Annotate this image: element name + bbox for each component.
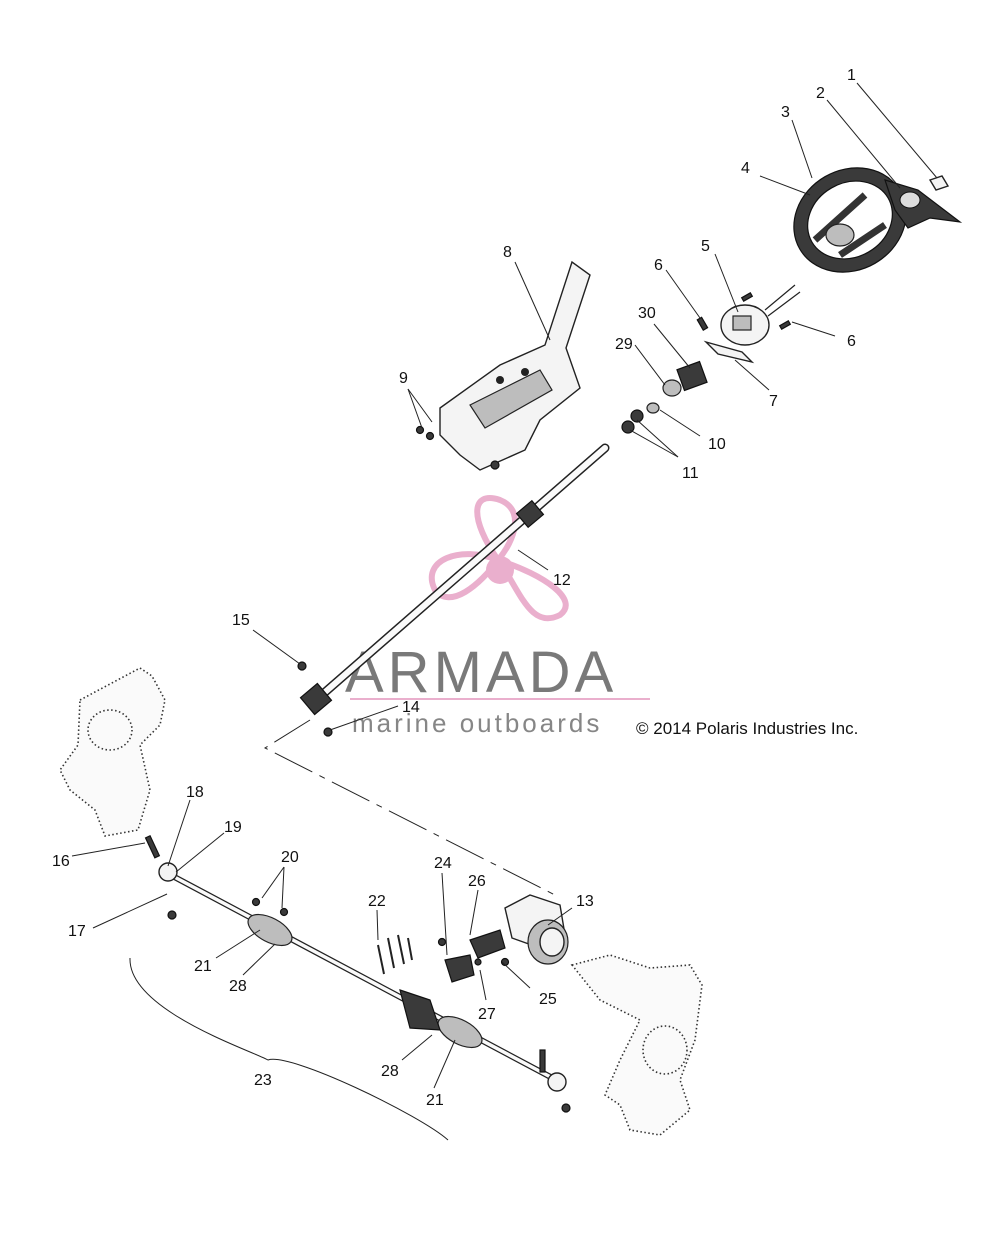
steering-wheel-cap [884, 175, 963, 229]
switch-housing [720, 284, 801, 346]
callout-23: 23 [254, 1072, 272, 1089]
callout-labels: 1 2 3 4 5 6 6 7 8 9 10 11 12 13 14 15 16… [52, 67, 856, 1109]
callout-14: 14 [402, 699, 420, 716]
steering-rack [144, 834, 571, 1113]
callout-18: 18 [186, 784, 204, 801]
callout-21-left: 21 [194, 958, 212, 975]
steering-shaft [297, 443, 610, 737]
steering-column-bracket [415, 260, 591, 471]
callout-9: 9 [399, 370, 408, 387]
right-steering-knuckle [570, 954, 703, 1136]
callout-29: 29 [615, 336, 633, 353]
callout-19: 19 [224, 819, 242, 836]
assembly-link-dashed [263, 719, 556, 896]
callout-5: 5 [701, 238, 710, 255]
propeller-icon [428, 495, 569, 622]
leader-lines [71, 82, 938, 1089]
callout-6-upper: 6 [654, 257, 663, 274]
callout-3: 3 [781, 104, 790, 121]
watermark-tagline: marine outboards [352, 708, 602, 738]
callout-28-left: 28 [229, 978, 247, 995]
callout-11: 11 [682, 465, 699, 482]
callout-30: 30 [638, 305, 656, 322]
callout-16: 16 [52, 853, 70, 870]
callout-21-right: 21 [426, 1092, 444, 1109]
steering-wheel [793, 167, 907, 273]
callout-28-right: 28 [381, 1063, 399, 1080]
callout-7: 7 [769, 393, 778, 410]
watermark-underline [350, 698, 650, 700]
callout-15: 15 [232, 612, 250, 629]
callout-4: 4 [741, 160, 750, 177]
assembly-brace [129, 957, 449, 1141]
upper-coupler [662, 360, 708, 397]
callout-6-right: 6 [847, 333, 856, 350]
callout-26: 26 [468, 873, 486, 890]
bushings [621, 402, 660, 434]
callout-13: 13 [576, 893, 594, 910]
screws [696, 291, 792, 332]
callout-1: 1 [847, 67, 856, 84]
callout-20: 20 [281, 849, 299, 866]
callout-10: 10 [708, 436, 726, 453]
power-steering-motor [444, 894, 569, 983]
watermark-brand: ARMADA [345, 640, 617, 705]
callout-12: 12 [553, 572, 571, 589]
rack-bolts [251, 897, 447, 975]
callout-24: 24 [434, 855, 452, 872]
mounting-bracket [703, 340, 755, 364]
callout-8: 8 [503, 244, 512, 261]
callout-22: 22 [368, 893, 386, 910]
copyright-notice: © 2014 Polaris Industries Inc. [636, 719, 858, 738]
armada-watermark-logo: ARMADA marine outboards [345, 495, 650, 738]
callout-27: 27 [478, 1006, 496, 1023]
left-steering-knuckle [59, 667, 166, 837]
callout-17: 17 [68, 923, 86, 940]
callout-25: 25 [539, 991, 557, 1008]
callout-2: 2 [816, 85, 825, 102]
